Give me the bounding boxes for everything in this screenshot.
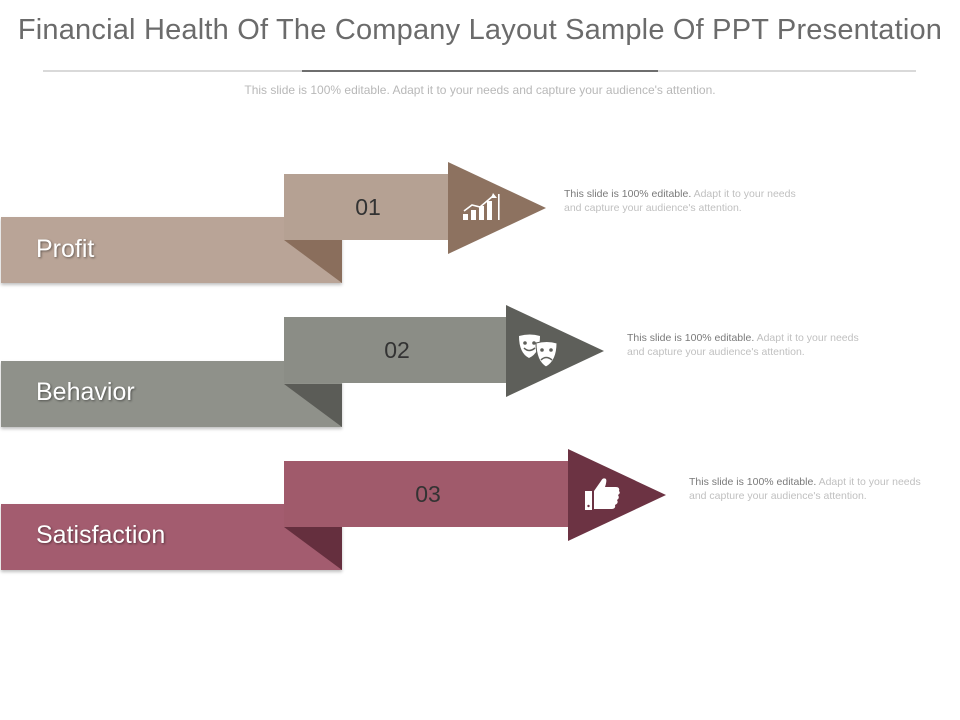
number-box-behavior: 02 — [284, 317, 510, 383]
title-divider-accent — [302, 70, 658, 72]
number-box-profit: 01 — [284, 174, 452, 240]
label-text-profit: Profit — [36, 235, 95, 263]
description-behavior: This slide is 100% editable. Adapt it to… — [627, 331, 867, 359]
description-profit: This slide is 100% editable. Adapt it to… — [564, 187, 804, 215]
growth-chart-icon — [463, 193, 500, 220]
description-lead: This slide is 100% editable. — [689, 476, 817, 488]
description-lead: This slide is 100% editable. — [564, 188, 692, 200]
description-satisfaction: This slide is 100% editable. Adapt it to… — [689, 475, 929, 503]
thumbs-up-icon — [585, 478, 620, 510]
description-rest: Adapt it to your needs and capture your … — [627, 332, 859, 358]
slide-subtitle: This slide is 100% editable. Adapt it to… — [244, 83, 716, 97]
label-text-behavior: Behavior — [36, 378, 135, 406]
label-text-satisfaction: Satisfaction — [36, 521, 166, 549]
number-box-satisfaction: 03 — [284, 461, 572, 527]
description-lead: This slide is 100% editable. — [627, 332, 755, 344]
theater-masks-icon — [519, 334, 558, 368]
description-rest: Adapt it to your needs and capture your … — [689, 476, 921, 502]
slide-title: Financial Health Of The Company Layout S… — [17, 14, 943, 46]
description-rest: Adapt it to your needs and capture your … — [564, 188, 796, 214]
